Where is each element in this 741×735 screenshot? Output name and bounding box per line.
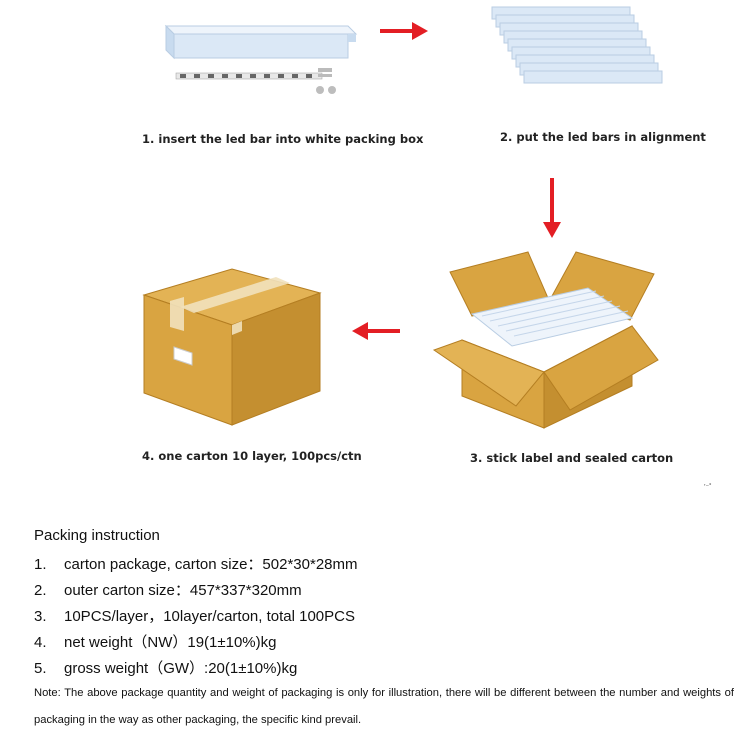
step-3-caption: 3. stick label and sealed carton — [470, 451, 674, 465]
list-item: 5. gross weight（GW）:20(1±10%)kg — [34, 657, 297, 678]
list-item-number: 1. — [34, 556, 47, 573]
list-item: 3. 10PCS/layer，10layer/carton, total 100P… — [34, 605, 355, 626]
step-2-caption: 2. put the led bars in alignment — [500, 130, 706, 144]
aligned-led-boxes-illustration — [491, 6, 663, 84]
list-item: 1. carton package, carton size：502*30*28m… — [34, 553, 358, 574]
packing-title: Packing instruction — [34, 527, 160, 544]
open-carton-illustration — [432, 251, 659, 429]
list-item: 2. outer carton size：457*337*320mm — [34, 579, 302, 600]
list-item-text: outer carton size：457*337*320mm — [64, 582, 302, 599]
arrow-down-icon — [543, 178, 561, 238]
list-item-text: gross weight（GW）:20(1±10%)kg — [64, 660, 298, 677]
list-item: 4. net weight（NW）19(1±10%)kg — [34, 631, 276, 652]
step-1-caption: 1. insert the led bar into white packing… — [142, 132, 424, 146]
list-item-text: carton package, carton size：502*30*28mm — [64, 556, 358, 573]
sealed-carton-illustration — [142, 268, 322, 426]
list-item-number: 2. — [34, 582, 47, 599]
list-item-text: net weight（NW）19(1±10%)kg — [64, 634, 277, 651]
stray-mark: ’⁻˚ — [704, 484, 712, 491]
arrow-left-icon — [352, 322, 400, 340]
list-item-number: 4. — [34, 634, 47, 651]
arrow-right-icon — [380, 22, 428, 40]
list-item-text: 10PCS/layer，10layer/carton, total 100PCS — [64, 608, 355, 625]
step-4-caption: 4. one carton 10 layer, 100pcs/ctn — [142, 449, 362, 463]
led-box-illustration — [164, 24, 358, 94]
list-item-number: 5. — [34, 660, 47, 677]
packing-note: Note: The above package quantity and wei… — [34, 687, 734, 726]
list-item-number: 3. — [34, 608, 47, 625]
